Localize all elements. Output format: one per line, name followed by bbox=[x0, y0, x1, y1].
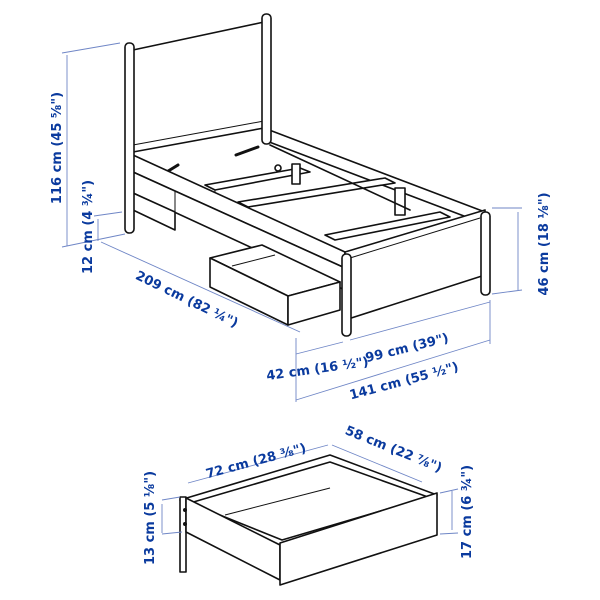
dimension-lines bbox=[61, 42, 523, 535]
drawer-offset-label: 42 cm (16 ½") bbox=[265, 355, 369, 384]
slats bbox=[163, 144, 451, 241]
bed-illustration bbox=[124, 13, 491, 337]
drawer-illustration bbox=[179, 454, 438, 586]
total-height-label: 116 cm (45 ⅝") bbox=[50, 92, 65, 204]
clearance-height-label: 12 cm (4 ¾") bbox=[81, 180, 96, 274]
head-post-right bbox=[261, 13, 272, 145]
foot-post-left bbox=[341, 253, 352, 337]
bed-drawer bbox=[209, 244, 341, 326]
head-post-left bbox=[124, 42, 135, 234]
foot-post-right bbox=[480, 211, 491, 296]
inner-width-label: 99 cm (39") bbox=[364, 331, 450, 366]
footboard-height-label: 46 cm (18 ⅛") bbox=[537, 192, 552, 295]
drawer-side-height-label: 13 cm (5 ⅛") bbox=[143, 471, 158, 565]
drawer-front-height-label: 17 cm (6 ¾") bbox=[460, 465, 475, 559]
